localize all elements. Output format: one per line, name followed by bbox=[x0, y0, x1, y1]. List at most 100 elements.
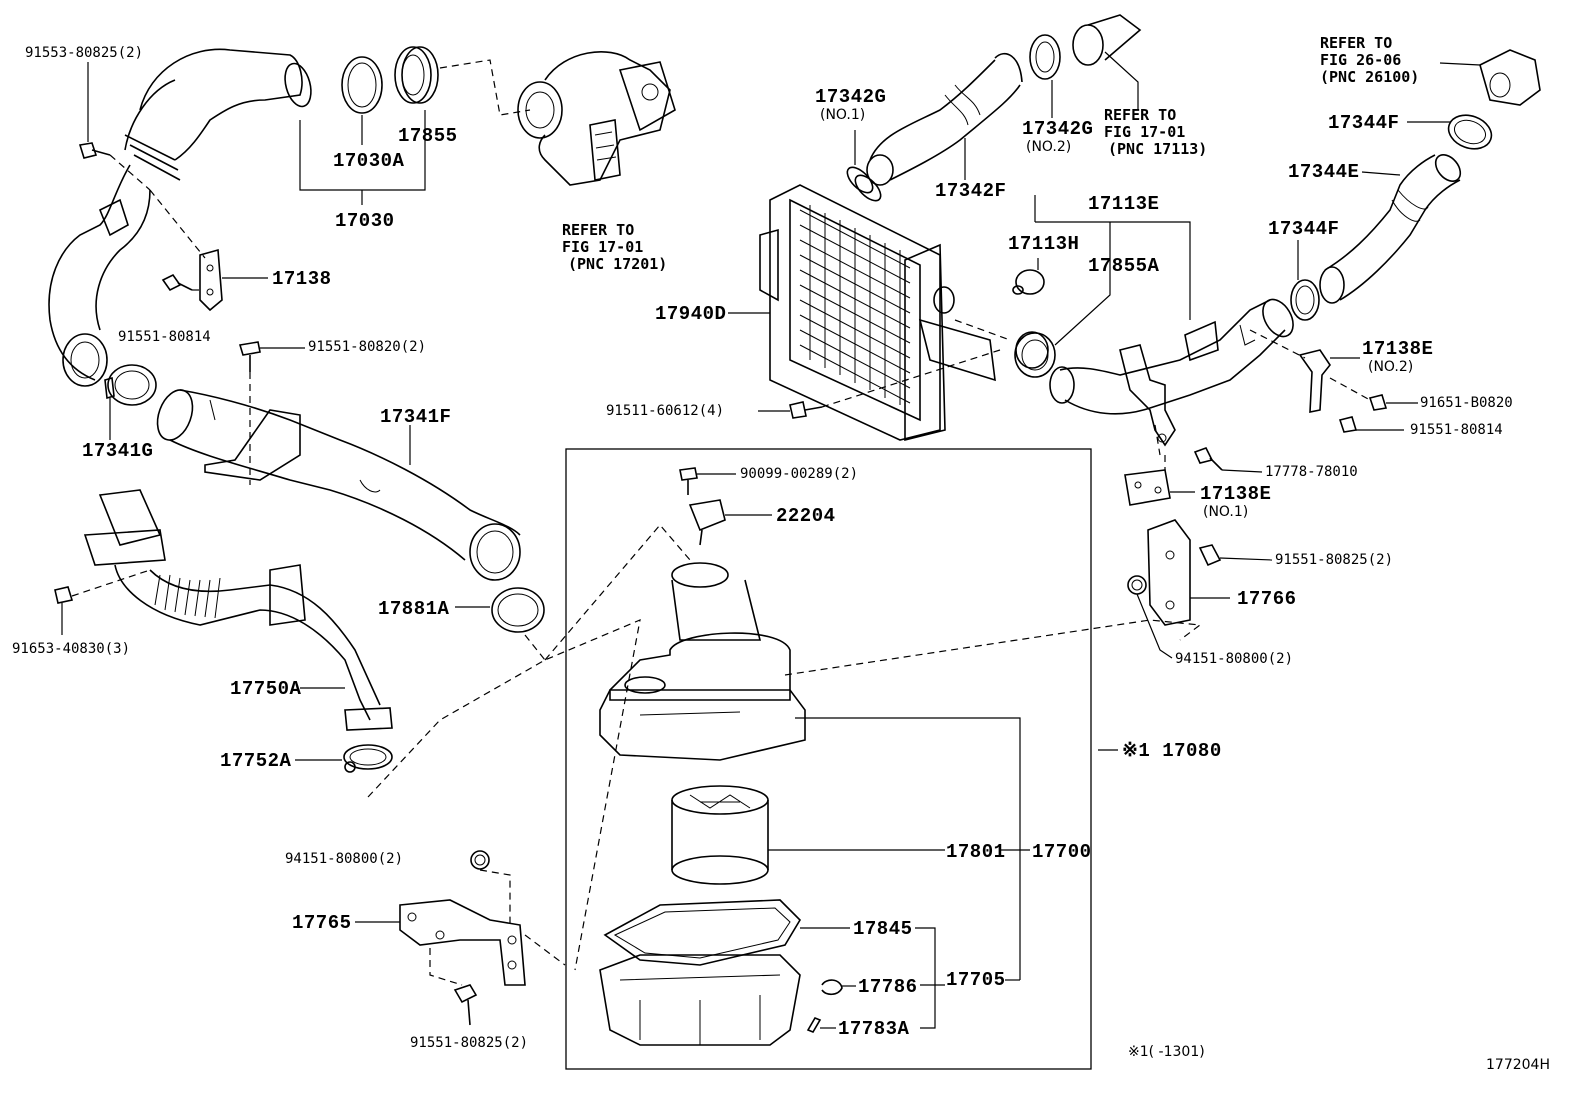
refer-throttle-line3: (PNC 26100) bbox=[1320, 68, 1420, 86]
label-17881A: 17881A bbox=[378, 598, 450, 620]
label-91551-80814-left: 91551-80814 bbox=[118, 329, 211, 345]
refer-pipe-line2: FIG 17-01 bbox=[1104, 123, 1186, 141]
label-17138E-no1-sub: (NO.1) bbox=[1203, 504, 1249, 520]
intercooler-pipe-17341F bbox=[156, 389, 521, 581]
nut-94151-left bbox=[470, 850, 490, 870]
clamp-17030A bbox=[341, 56, 383, 114]
label-17138E-no1: 17138E bbox=[1200, 483, 1272, 505]
bolt-91551-80814-right bbox=[1338, 416, 1358, 433]
hose-17344E bbox=[1319, 154, 1462, 304]
clamp-17342G-no2 bbox=[1029, 34, 1061, 80]
label-17113H: 17113H bbox=[1008, 233, 1080, 255]
bolt-91553 bbox=[78, 142, 111, 159]
label-17342G-no2: 17342G bbox=[1022, 118, 1094, 140]
footnote: ※1( -1301) bbox=[1128, 1044, 1205, 1060]
bolt-91551-80825-right bbox=[1198, 544, 1222, 567]
refer-turbo-line1: REFER TO bbox=[562, 221, 635, 239]
label-17766: 17766 bbox=[1237, 588, 1297, 610]
refer-throttle-line1: REFER TO bbox=[1320, 34, 1393, 52]
label-17342G-no2-sub: (NO.2) bbox=[1026, 139, 1072, 155]
hose-17342F bbox=[866, 52, 1023, 186]
air-cleaner-cap bbox=[599, 562, 806, 761]
gasket-17845 bbox=[603, 899, 802, 966]
nut-94151-right bbox=[1127, 575, 1147, 595]
bracket-17765 bbox=[399, 899, 526, 986]
clamp-17113H bbox=[1012, 269, 1045, 295]
label-17344F-upper: 17344F bbox=[1328, 112, 1400, 134]
refer-throttle: REFER TO FIG 26-06 (PNC 26100) bbox=[1320, 35, 1419, 86]
label-17341G: 17341G bbox=[82, 440, 154, 462]
label-17783A: 17783A bbox=[838, 1018, 910, 1040]
bracket-17766 bbox=[1147, 519, 1191, 626]
label-17344F-lower: 17344F bbox=[1268, 218, 1340, 240]
label-17778-78010: 17778-78010 bbox=[1265, 464, 1358, 480]
bolt-91551-80825-bottom bbox=[453, 984, 478, 1026]
label-17138E-no2-sub: (NO.2) bbox=[1368, 359, 1414, 375]
bolt-91653 bbox=[54, 586, 74, 604]
intercooler-17940D bbox=[759, 184, 996, 442]
label-17030A: 17030A bbox=[333, 150, 405, 172]
bolt-91551-80814-left bbox=[161, 273, 193, 292]
label-17855: 17855 bbox=[398, 125, 458, 147]
label-17113E: 17113E bbox=[1088, 193, 1160, 215]
label-22204: 22204 bbox=[776, 505, 836, 527]
label-17786: 17786 bbox=[858, 976, 918, 998]
refer-throttle-line2: FIG 26-06 bbox=[1320, 51, 1402, 69]
label-17342G-no1: 17342G bbox=[815, 86, 887, 108]
label-17700: 17700 bbox=[1032, 841, 1092, 863]
refer-pipe-line1: REFER TO bbox=[1104, 106, 1177, 124]
drain-17783A bbox=[806, 1017, 822, 1033]
throttle-ref bbox=[1479, 49, 1541, 106]
label-91551-80825-right: 91551-80825(2) bbox=[1275, 552, 1394, 568]
case-17705 bbox=[599, 954, 801, 1046]
pipe-17113E bbox=[1015, 298, 1294, 447]
label-17080: ※1 17080 bbox=[1122, 740, 1222, 762]
label-17705: 17705 bbox=[946, 969, 1006, 991]
hose-ring-17855 bbox=[394, 46, 439, 104]
label-17750A: 17750A bbox=[230, 678, 302, 700]
label-17342G-no1-sub: (NO.1) bbox=[820, 107, 866, 123]
refer-turbo-line2: FIG 17-01 bbox=[562, 238, 644, 256]
intake-hose-upper bbox=[48, 48, 312, 387]
clamp-17881A bbox=[491, 587, 545, 633]
bracket-17138E-no1 bbox=[1124, 469, 1171, 506]
screw-90099 bbox=[679, 467, 698, 495]
bolt-17778 bbox=[1193, 447, 1223, 471]
bolt-91651 bbox=[1368, 394, 1388, 411]
air-cleaner-group-box bbox=[565, 448, 1092, 1070]
clip-17786 bbox=[821, 979, 843, 996]
label-17344E: 17344E bbox=[1288, 161, 1360, 183]
clamp-17341G bbox=[104, 364, 157, 406]
label-94151-80800-left: 94151-80800(2) bbox=[285, 851, 404, 867]
label-91551-80820: 91551-80820(2) bbox=[308, 339, 427, 355]
sensor-22204 bbox=[688, 499, 726, 546]
bolt-91511 bbox=[789, 401, 823, 419]
label-91651-B0820: 91651-B0820 bbox=[1420, 395, 1513, 411]
clamp-17342G-no1 bbox=[846, 166, 882, 202]
label-91653-40830: 91653-40830(3) bbox=[12, 641, 131, 657]
bracket-17138 bbox=[199, 248, 223, 312]
refer-pipe: REFER TO FIG 17-01 (PNC 17113) bbox=[1104, 107, 1207, 158]
label-17845: 17845 bbox=[853, 918, 913, 940]
hose-17855A bbox=[1014, 332, 1056, 378]
refer-turbo-line3: (PNC 17201) bbox=[568, 255, 668, 273]
label-17752A: 17752A bbox=[220, 750, 292, 772]
refer-pipe-line3: (PNC 17113) bbox=[1108, 140, 1208, 158]
refer-turbo: REFER TO FIG 17-01 (PNC 17201) bbox=[562, 222, 667, 273]
label-91551-80814-right: 91551-80814 bbox=[1410, 422, 1503, 438]
turbocharger-reference bbox=[517, 51, 676, 186]
pipe-ref-17113 bbox=[1072, 14, 1142, 110]
clamp-17344F-lower bbox=[1290, 279, 1320, 321]
clamp-17344F-upper bbox=[1447, 114, 1493, 150]
label-91553-80825: 91553-80825(2) bbox=[25, 45, 144, 61]
air-hose-17750A bbox=[83, 489, 393, 731]
filter-element-17801 bbox=[671, 785, 769, 885]
label-17342F: 17342F bbox=[935, 180, 1007, 202]
label-91551-80825-bottom: 91551-80825(2) bbox=[410, 1035, 529, 1051]
bolt-91551-80820 bbox=[238, 341, 261, 372]
figure-id: 177204H bbox=[1486, 1057, 1550, 1073]
label-17341F: 17341F bbox=[380, 406, 452, 428]
label-17138E-no2: 17138E bbox=[1362, 338, 1434, 360]
label-17855A: 17855A bbox=[1088, 255, 1160, 277]
